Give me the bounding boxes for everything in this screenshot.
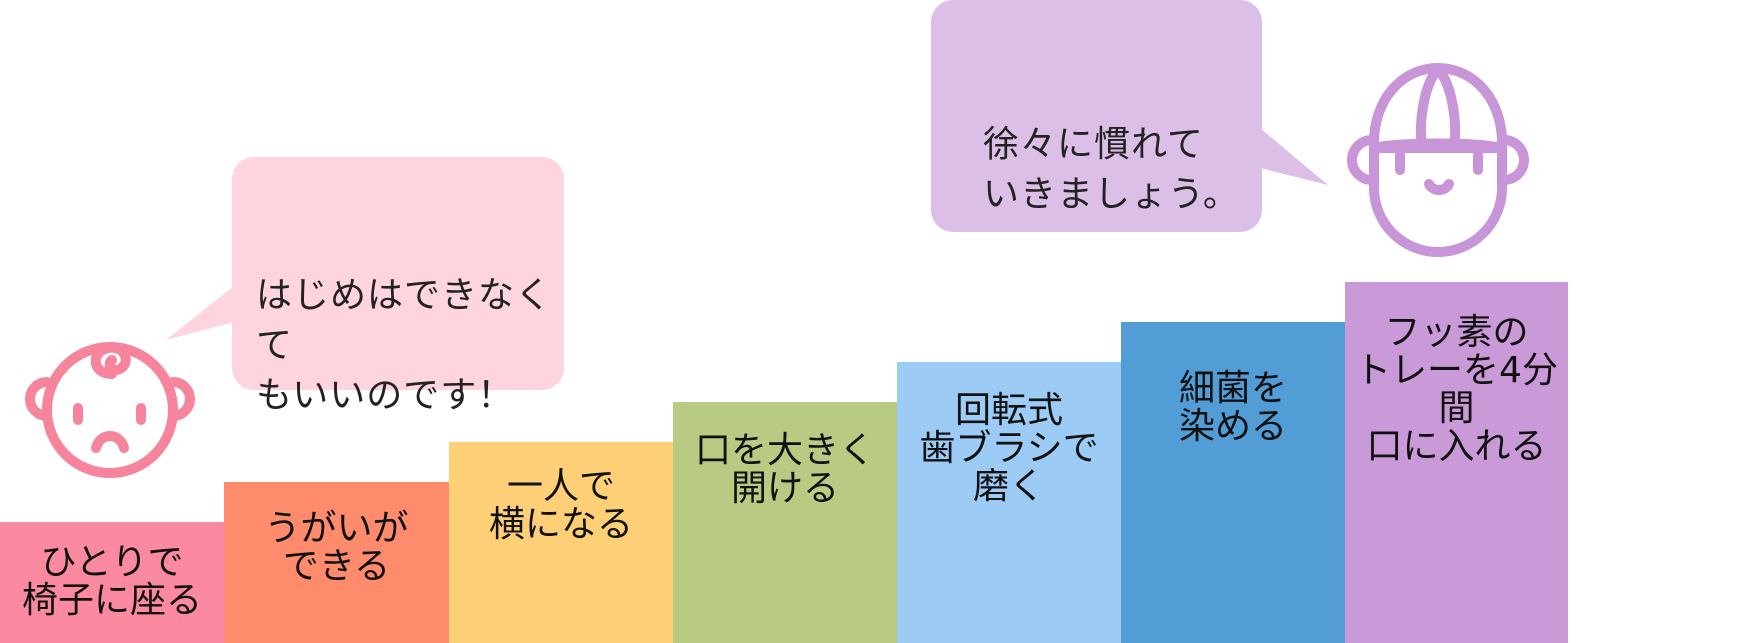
step-rotary-toothbrush: 回転式 歯ブラシで 磨く [897, 362, 1121, 643]
step-label: フッ素の トレーを4分間 口に入れる [1355, 312, 1558, 467]
speech-bubble-left-text: はじめはできなくて もいいのです！ [256, 275, 553, 416]
crying-baby-face-icon [25, 342, 195, 478]
step-lie-down-alone: 一人で 横になる [449, 442, 673, 643]
step-sit-in-chair: ひとりで 椅子に座る [0, 522, 224, 643]
bubble-tail-right [1260, 128, 1328, 185]
smiling-child-with-cap-icon [1347, 63, 1529, 257]
step-stain-bacteria: 細菌を 染める [1121, 322, 1345, 643]
speech-bubble-right: 徐々に慣れて いきましょう。 [931, 0, 1262, 232]
step-label: うがいが できる [264, 508, 409, 587]
step-label: ひとりで 椅子に座る [21, 542, 202, 621]
step-open-mouth-wide: 口を大きく 開ける [673, 402, 897, 643]
step-gargle: うがいが できる [224, 482, 449, 643]
step-label: 回転式 歯ブラシで 磨く [919, 390, 1099, 507]
speech-bubble-right-text: 徐々に慣れて いきましょう。 [983, 124, 1240, 215]
step-label: 細菌を 染める [1178, 368, 1287, 447]
speech-bubble-left: はじめはできなくて もいいのです！ [232, 157, 564, 416]
step-label: 口を大きく 開ける [694, 430, 875, 509]
step-fluoride-tray: フッ素の トレーを4分間 口に入れる [1345, 282, 1568, 643]
step-label: 一人で 横になる [488, 466, 633, 545]
bubble-tail-left [166, 286, 234, 340]
